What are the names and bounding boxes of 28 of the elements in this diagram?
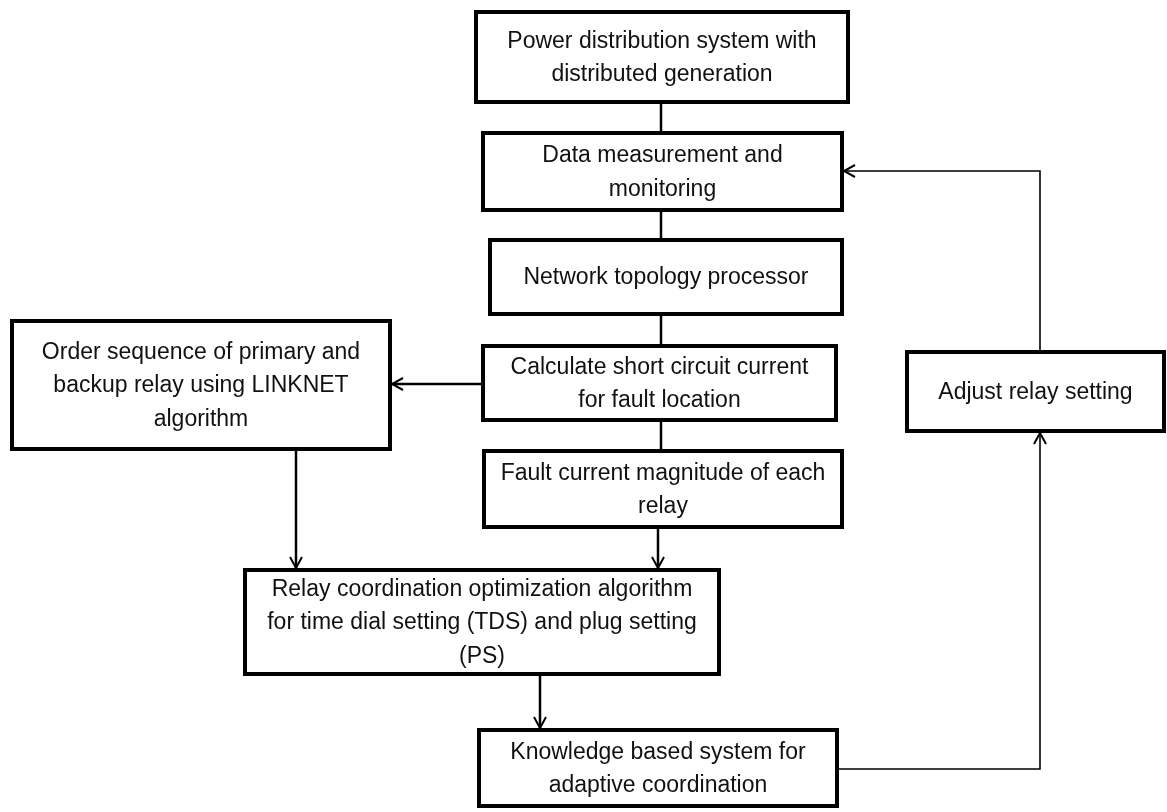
- box-text: Network topology processor: [523, 262, 809, 292]
- box-text: Calculate short circuit current for fault location: [509, 351, 810, 414]
- process-box: [481, 131, 844, 212]
- process-box: [474, 10, 850, 104]
- process-box: [905, 350, 1166, 433]
- arrow: [391, 377, 481, 391]
- box-text: Adjust relay setting: [938, 376, 1133, 406]
- box-text: Fault current magnitude of each relay: [499, 457, 827, 520]
- process-box: [243, 568, 721, 676]
- arrow: [533, 676, 547, 729]
- arrow: [289, 451, 303, 569]
- process-box: [481, 344, 838, 422]
- connector-line: [659, 212, 663, 238]
- process-box: [482, 449, 844, 529]
- arrow: [843, 164, 1041, 351]
- process-box: [488, 238, 844, 316]
- connector-line: [659, 316, 663, 344]
- box-text: Power distribution system with distributed generation: [506, 25, 818, 88]
- arrow: [651, 529, 665, 569]
- box-text: Data measurement and monitoring: [541, 140, 784, 203]
- process-box: [10, 319, 392, 451]
- process-box: [477, 728, 839, 808]
- box-text: Knowledge based system for adaptive coordination: [509, 736, 807, 799]
- box-text: Order sequence of primary and backup relay using LINKNET algorithm: [40, 337, 362, 433]
- connector-line: [659, 422, 663, 449]
- connector-line: [659, 104, 663, 131]
- arrow: [838, 432, 1047, 770]
- box-text: Relay coordination optimization algorithm for time dial setting (TDS) and plug setting (PS): [266, 574, 698, 670]
